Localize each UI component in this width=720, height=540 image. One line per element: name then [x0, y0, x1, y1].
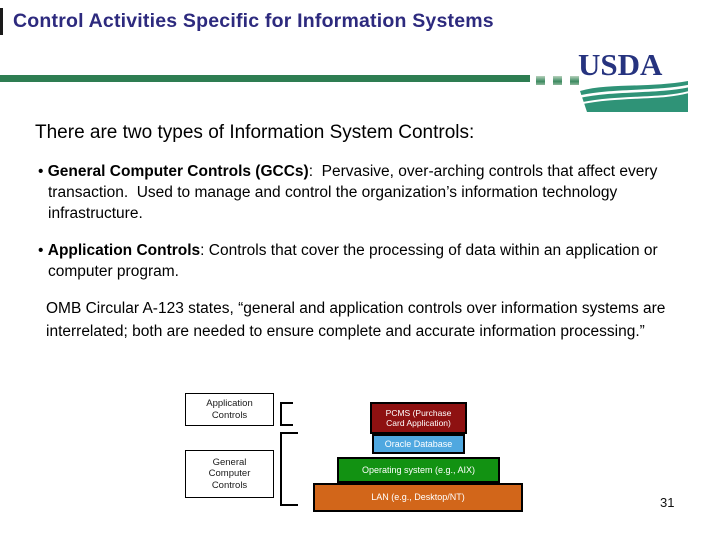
label-line: Application — [206, 398, 253, 409]
omb-quote: OMB Circular A-123 states, “general and … — [46, 300, 666, 340]
label-line: Controls — [211, 409, 248, 421]
page-title: Control Activities Specific for Informat… — [13, 10, 494, 32]
layer-line: PCMS (Purchase — [385, 407, 452, 418]
layer-line: LAN (e.g., Desktop/NT) — [371, 492, 465, 503]
intro-text: There are two types of Information Syste… — [35, 122, 475, 143]
divider-square — [536, 76, 545, 85]
diagram-label-general-computer-controls: General Computer Controls — [185, 450, 274, 498]
left-edge-tick — [0, 8, 3, 35]
bullet-application: • Application Controls: Controls that co… — [38, 240, 680, 282]
bullet-gcc-body: : Pervasive, over-arching controls that … — [48, 163, 658, 222]
bullet-application-body: : Controls that cover the processing of … — [48, 242, 658, 280]
diagram-layer-operating-system: Operating system (e.g., AIX) — [337, 457, 500, 483]
bullet-marker: • — [38, 242, 44, 259]
bullet-gcc-term: General Computer Controls (GCCs) — [47, 163, 309, 180]
divider-square — [570, 76, 579, 85]
page-number: 31 — [660, 495, 675, 510]
bullet-marker: • — [38, 163, 44, 180]
bullet-gcc: • General Computer Controls (GCCs): Perv… — [38, 161, 680, 224]
label-line: Computer — [208, 468, 251, 480]
diagram-layer-pcms: PCMS (Purchase Card Application) — [370, 402, 467, 434]
divider-square — [553, 76, 562, 85]
layer-line: Oracle Database — [384, 438, 453, 449]
usda-field-icon — [580, 81, 688, 112]
bracket-application — [280, 402, 293, 426]
title-divider-rule — [0, 75, 530, 82]
layer-line: Operating system (e.g., AIX) — [361, 464, 476, 475]
diagram-layer-lan: LAN (e.g., Desktop/NT) — [313, 483, 523, 512]
label-line: General — [212, 456, 247, 468]
diagram-label-application-controls: Application Controls — [185, 393, 274, 426]
layer-line: Card Application) — [386, 418, 451, 428]
usda-logo-text: USDA — [578, 47, 663, 82]
label-line: Controls — [211, 479, 248, 491]
bullet-application-term: Application Controls — [47, 242, 201, 259]
diagram-layer-oracle: Oracle Database — [372, 434, 465, 454]
usda-logo: USDA — [578, 47, 690, 112]
bracket-general — [280, 432, 298, 506]
